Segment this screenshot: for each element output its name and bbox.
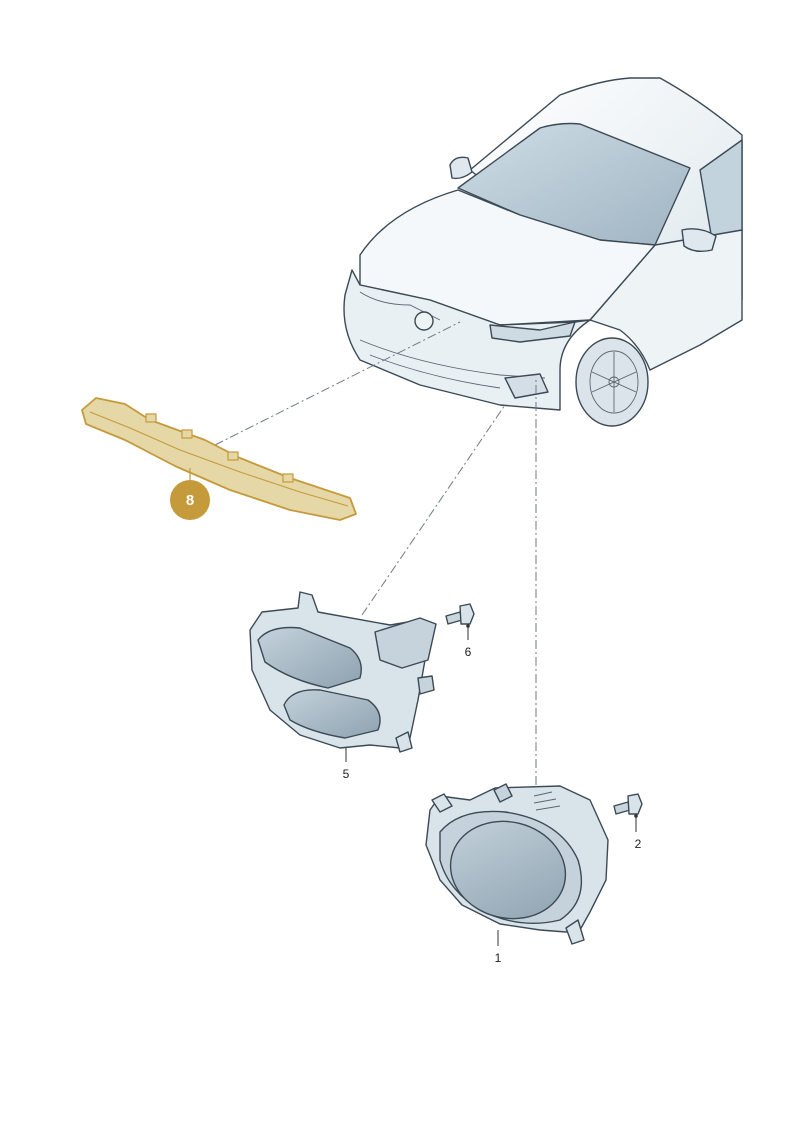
fog-light-top-connector	[493, 783, 513, 803]
drl-connector	[417, 675, 435, 695]
trim-strip-clips	[145, 413, 294, 483]
drl-mount-tab	[395, 731, 413, 753]
screw-6-dot	[466, 624, 470, 628]
car-headlight-left	[359, 291, 441, 321]
callout-label-6: 6	[465, 645, 472, 659]
trim-strip-edge	[89, 411, 349, 507]
screw-6-head	[459, 603, 475, 625]
drl-unit-part[interactable]: 5	[249, 591, 437, 781]
screw-2-shank	[613, 801, 631, 815]
car-wheel	[575, 337, 649, 427]
leader-lines	[214, 321, 537, 785]
fog-light-mount-tab-bottom	[565, 919, 585, 945]
car-wheel-rim	[589, 350, 639, 414]
car-fog-recess	[504, 373, 549, 399]
car-mirror-left	[449, 156, 473, 180]
callout-label-1: 1	[495, 951, 502, 965]
trim-strip-part[interactable]: 8	[81, 397, 357, 521]
leader-line-trim-strip	[214, 321, 461, 446]
callout-badge-8[interactable]	[170, 480, 210, 520]
car-badge	[414, 311, 434, 331]
drl-screw-part[interactable]: 6	[445, 603, 475, 659]
callout-label-2: 2	[635, 837, 642, 851]
callout-label-8: 8	[186, 492, 194, 509]
screw-2-dot	[634, 814, 638, 818]
car-front-view	[343, 77, 743, 427]
drl-bracket	[374, 617, 437, 669]
car-hood	[359, 189, 656, 326]
car-headlight-right	[489, 321, 576, 343]
car-wheel-spokes	[591, 352, 637, 412]
fog-light-cooling-fins	[533, 791, 561, 811]
fog-light-screw-part[interactable]: 2	[613, 793, 643, 851]
car-wheel-hub	[608, 376, 620, 388]
drl-lens-lower	[283, 689, 381, 739]
trim-strip-body	[81, 397, 357, 521]
fog-light-lens	[449, 820, 567, 920]
fog-light-part[interactable]: 1	[425, 783, 609, 965]
screw-2-head	[627, 793, 643, 815]
callout-label-5: 5	[343, 767, 350, 781]
car-body-side	[589, 229, 743, 371]
car-mirror-right	[681, 228, 717, 253]
leader-line-drl-unit	[361, 404, 506, 616]
fog-light-mount-tab-top	[431, 793, 453, 813]
screw-6-shank	[445, 611, 463, 625]
drl-lens-upper	[257, 626, 362, 689]
